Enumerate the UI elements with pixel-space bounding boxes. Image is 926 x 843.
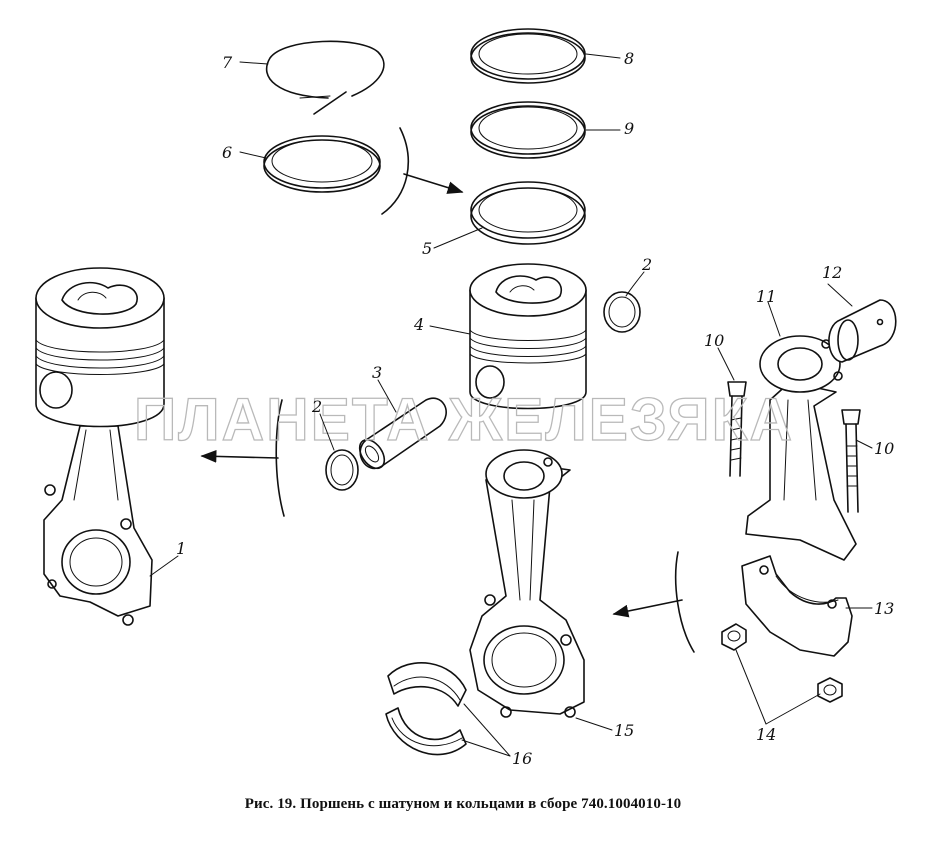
- piston-4: [469, 263, 587, 410]
- ring-9: [470, 101, 586, 159]
- snap-ring-2-right: [603, 291, 641, 333]
- ring-5: [470, 181, 586, 245]
- callout-15: 15: [614, 721, 634, 740]
- callout-16: 16: [512, 749, 532, 768]
- callout-7: 7: [222, 53, 233, 72]
- callout-2-left: 2: [311, 397, 322, 416]
- bolt-10-right: [841, 409, 861, 513]
- callout-9: 9: [624, 119, 634, 138]
- watermark-text: ПЛАНЕТА ЖЕЛЕЗЯКА: [134, 386, 794, 453]
- ring-8: [470, 28, 586, 84]
- callout-3: 3: [372, 363, 382, 382]
- rod-group-bracket: [674, 551, 695, 653]
- snap-ring-2-left: [325, 449, 359, 491]
- callout-4: 4: [413, 315, 424, 334]
- bushing-12: [828, 299, 897, 363]
- callout-10-left: 10: [704, 331, 724, 350]
- rod-cap-13: [741, 555, 853, 657]
- callout-5: 5: [422, 239, 432, 258]
- ring-group-arrow: [403, 173, 464, 194]
- callout-labels: 7 6 8 9 5 2 4 3 2 1 12 11 10 10 13 14 15…: [176, 49, 894, 768]
- leader-lines: [149, 53, 873, 757]
- connecting-rod-15: [469, 449, 585, 718]
- assembly-1-piston-with-rod: [35, 267, 165, 626]
- figure-caption: Рис. 19. Поршень с шатуном и кольцами в …: [244, 796, 682, 812]
- ring-group-bracket: [381, 127, 410, 215]
- piston-pin-3: [358, 397, 447, 470]
- assembly-arrow: [200, 449, 279, 463]
- callout-12: 12: [822, 263, 842, 282]
- callout-14: 14: [756, 725, 776, 744]
- nut-14-right: [817, 677, 843, 703]
- bolt-10-left: [727, 381, 747, 477]
- callout-13: 13: [874, 599, 894, 618]
- callout-11: 11: [756, 287, 776, 306]
- ring-6-oil-ring: [263, 135, 381, 193]
- callout-2-right: 2: [641, 255, 652, 274]
- ring-7-open-compression-ring: [265, 40, 385, 115]
- callout-8: 8: [624, 49, 634, 68]
- connecting-rod-11: [745, 335, 857, 561]
- nut-14-left: [721, 623, 747, 651]
- callout-1: 1: [176, 539, 186, 558]
- assembly-bracket: [275, 399, 285, 517]
- rod-group-arrow: [612, 599, 683, 618]
- callout-10-right: 10: [874, 439, 894, 458]
- bearing-shells-16: [385, 662, 467, 756]
- callout-6: 6: [222, 143, 232, 162]
